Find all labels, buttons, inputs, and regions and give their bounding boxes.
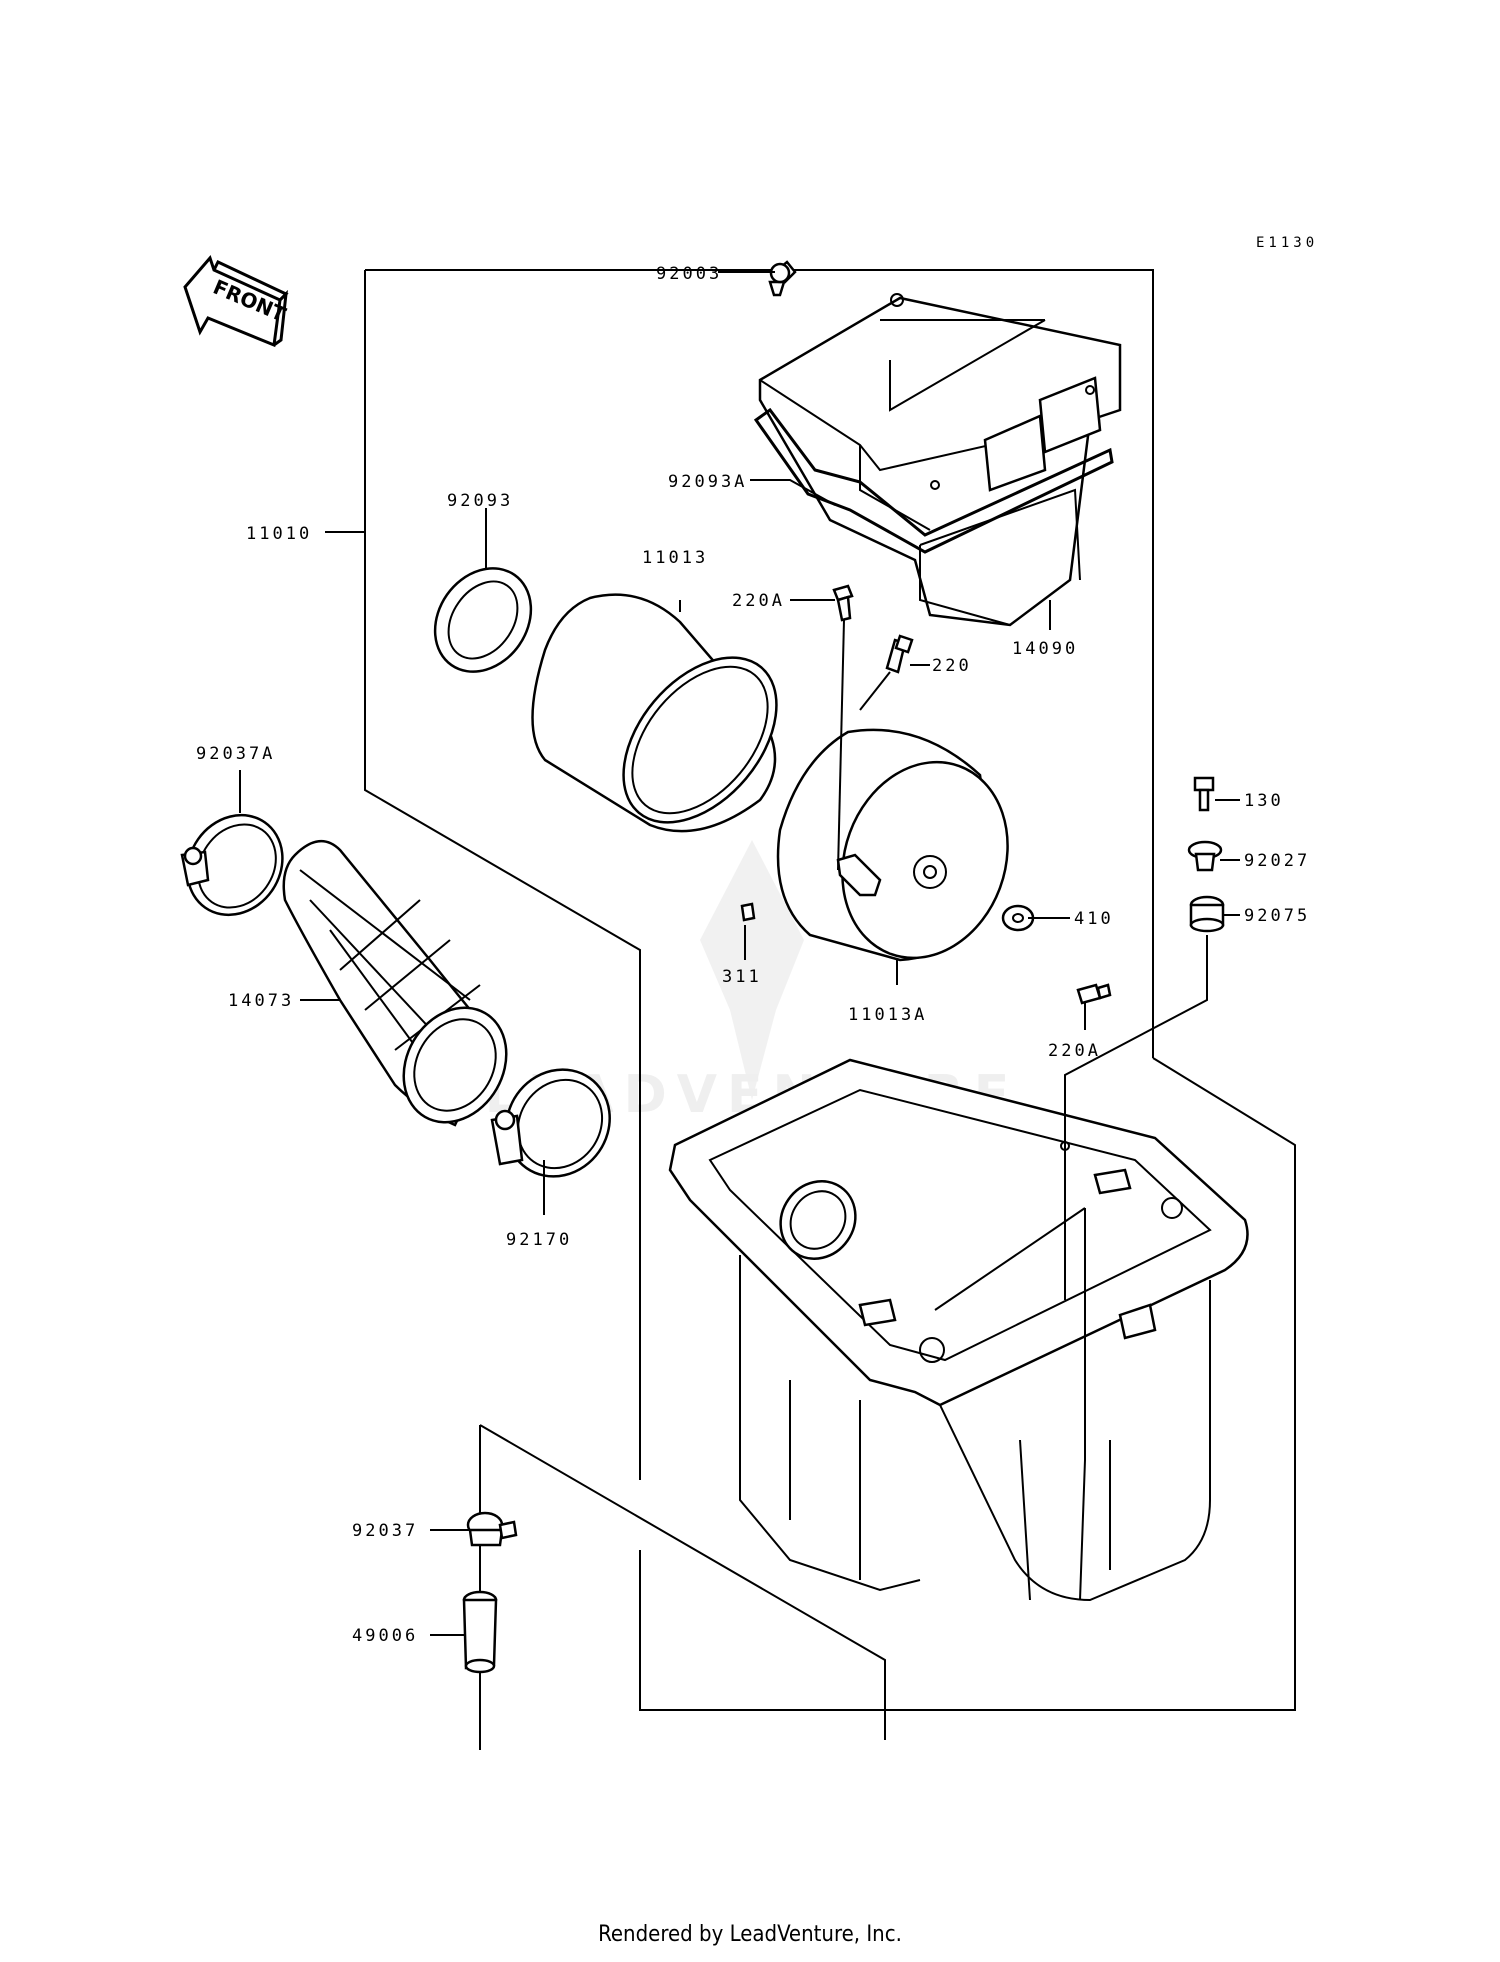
clamp-92037-icon [466, 1511, 518, 1547]
label-11010: 11010 [246, 524, 312, 544]
air-filter-element [531, 593, 778, 833]
bolt-220a-bottom-icon [1076, 983, 1112, 1005]
bolt-220-icon [859, 634, 914, 711]
label-11013a: 11013A [848, 1005, 927, 1025]
air-filter-cage [776, 728, 1009, 962]
label-130: 130 [1244, 791, 1284, 811]
label-14090: 14090 [1012, 639, 1078, 659]
label-14073: 14073 [228, 991, 294, 1011]
front-label: FRONT [210, 275, 290, 327]
label-410: 410 [1074, 909, 1114, 929]
wing-bolt-icon [768, 260, 797, 297]
label-92027: 92027 [1244, 851, 1310, 871]
label-92093a: 92093A [668, 472, 747, 492]
label-220: 220 [932, 656, 972, 676]
bolt-220a-top-icon [832, 584, 854, 871]
label-311: 311 [722, 967, 762, 987]
collar-92027-icon [1187, 840, 1223, 872]
clamp-92170-icon [490, 1068, 611, 1178]
intake-duct [282, 840, 508, 1127]
air-box-case [668, 1058, 1249, 1602]
label-92170: 92170 [506, 1230, 572, 1250]
label-92003: 92003 [656, 264, 722, 284]
footer-credit: Rendered by LeadVenture, Inc. [598, 1922, 902, 1947]
label-92075: 92075 [1244, 906, 1310, 926]
label-92093: 92093 [447, 491, 513, 511]
gasket [753, 407, 1114, 554]
label-49006: 49006 [352, 1626, 418, 1646]
seal-ring [433, 567, 533, 673]
label-220a-top: 220A [732, 591, 785, 611]
grommet-92075-icon [1189, 895, 1225, 933]
label-92037: 92037 [352, 1521, 418, 1541]
hose-49006-icon [462, 1590, 498, 1674]
air-box-cover [758, 293, 1122, 627]
label-220a-bottom: 220A [1048, 1041, 1101, 1061]
front-arrow-icon: FRONT [183, 255, 290, 348]
label-92037a: 92037A [196, 744, 275, 764]
diagram-code: E1130 [1256, 235, 1318, 251]
label-11013: 11013 [642, 548, 708, 568]
leader-lines [239, 271, 1240, 1636]
assembly-bracket [364, 269, 1296, 1750]
pin-311-icon [740, 902, 756, 922]
clamp-92037a-icon [180, 813, 284, 917]
bolt-130-icon [1193, 776, 1215, 812]
